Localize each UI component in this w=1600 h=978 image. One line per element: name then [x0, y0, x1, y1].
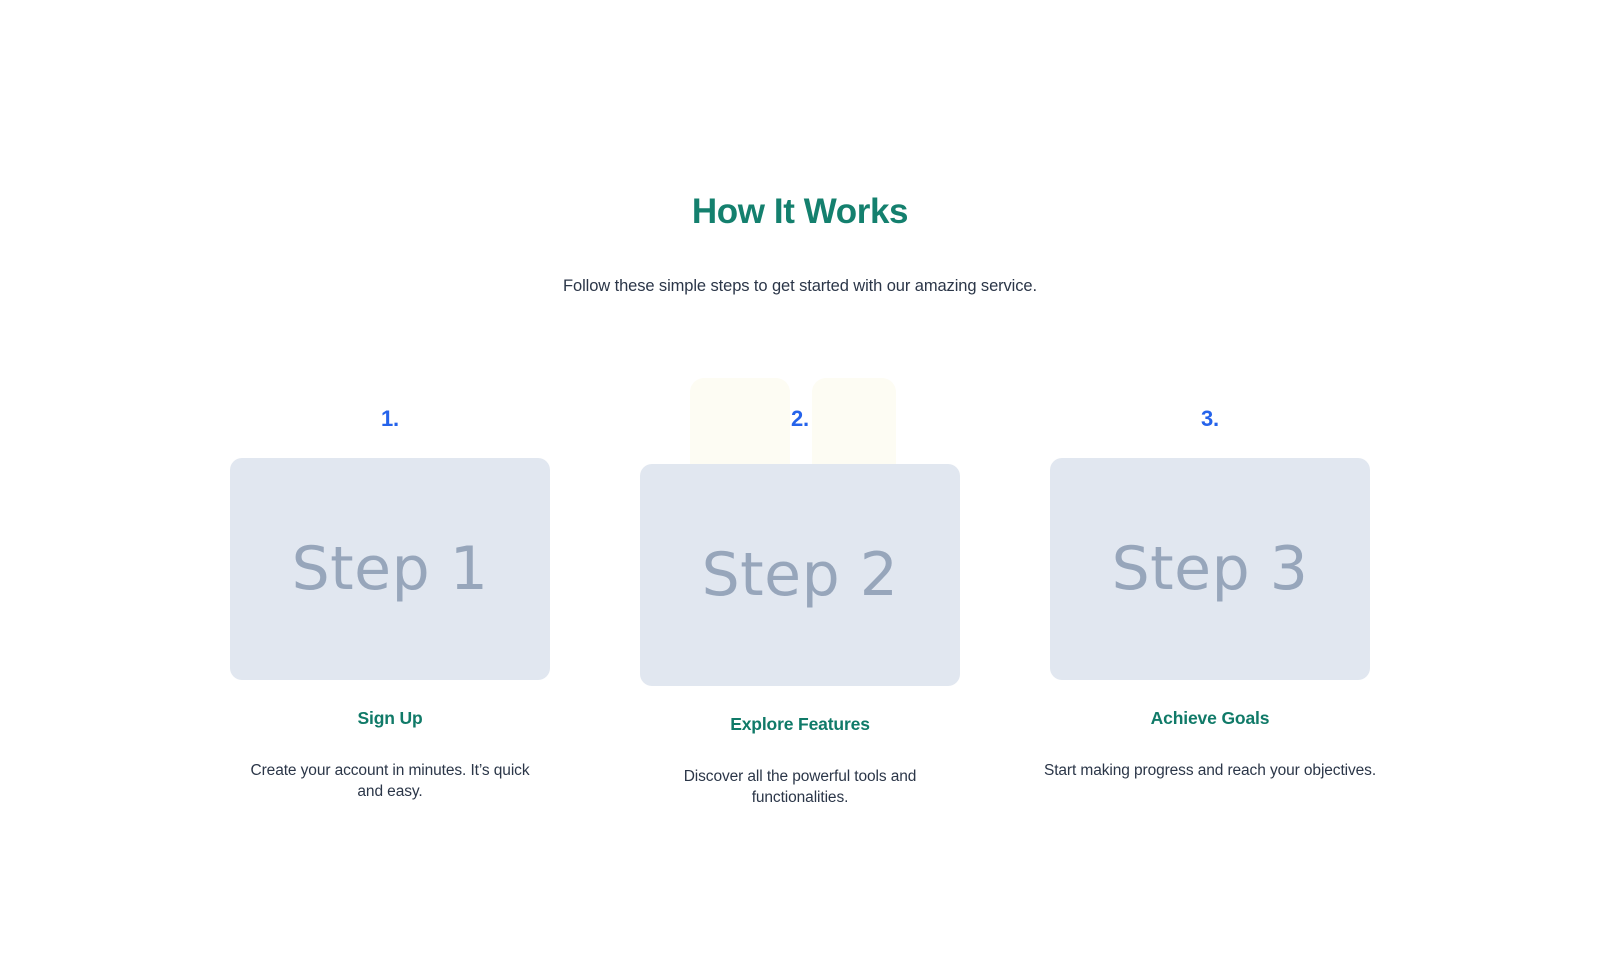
step-description-1: Create your account in minutes. It’s qui…: [250, 762, 530, 800]
step-number-3: 3.: [1201, 406, 1219, 431]
step-item-3: 3. Step 3 Achieve Goals Start making pro…: [1005, 405, 1415, 781]
step-number-1: 1.: [381, 406, 399, 431]
step-thumbnail-label-1: Step 1: [291, 534, 489, 604]
page-title: How It Works: [691, 192, 909, 231]
step-description-3: Start making progress and reach your obj…: [1043, 762, 1377, 779]
steps-list: 1. Step 1 Sign Up Create your account in…: [0, 405, 1600, 808]
step-title-2: Explore Features: [730, 714, 870, 734]
section-header: How It Works Follow these simple steps t…: [0, 190, 1600, 297]
step-number-2: 2.: [791, 406, 809, 431]
step-title-1: Sign Up: [357, 708, 423, 728]
step-thumbnail-1: Step 1: [230, 458, 550, 680]
step-description-2: Discover all the powerful tools and func…: [683, 768, 917, 806]
step-thumbnail-3: Step 3: [1050, 458, 1370, 680]
page-subtitle: Follow these simple steps to get started…: [563, 277, 1037, 295]
step-thumbnail-label-2: Step 2: [701, 540, 899, 610]
decorative-block-left: [690, 378, 790, 478]
step-thumbnail-label-3: Step 3: [1111, 534, 1309, 604]
decorative-shapes: [690, 378, 896, 478]
decorative-block-right: [812, 378, 896, 478]
step-title-3: Achieve Goals: [1150, 708, 1270, 728]
step-item-1: 1. Step 1 Sign Up Create your account in…: [185, 405, 595, 802]
step-item-2: 2. Step 2 Explore Features Discover all …: [595, 405, 1005, 808]
step-thumbnail-2: Step 2: [640, 464, 960, 686]
